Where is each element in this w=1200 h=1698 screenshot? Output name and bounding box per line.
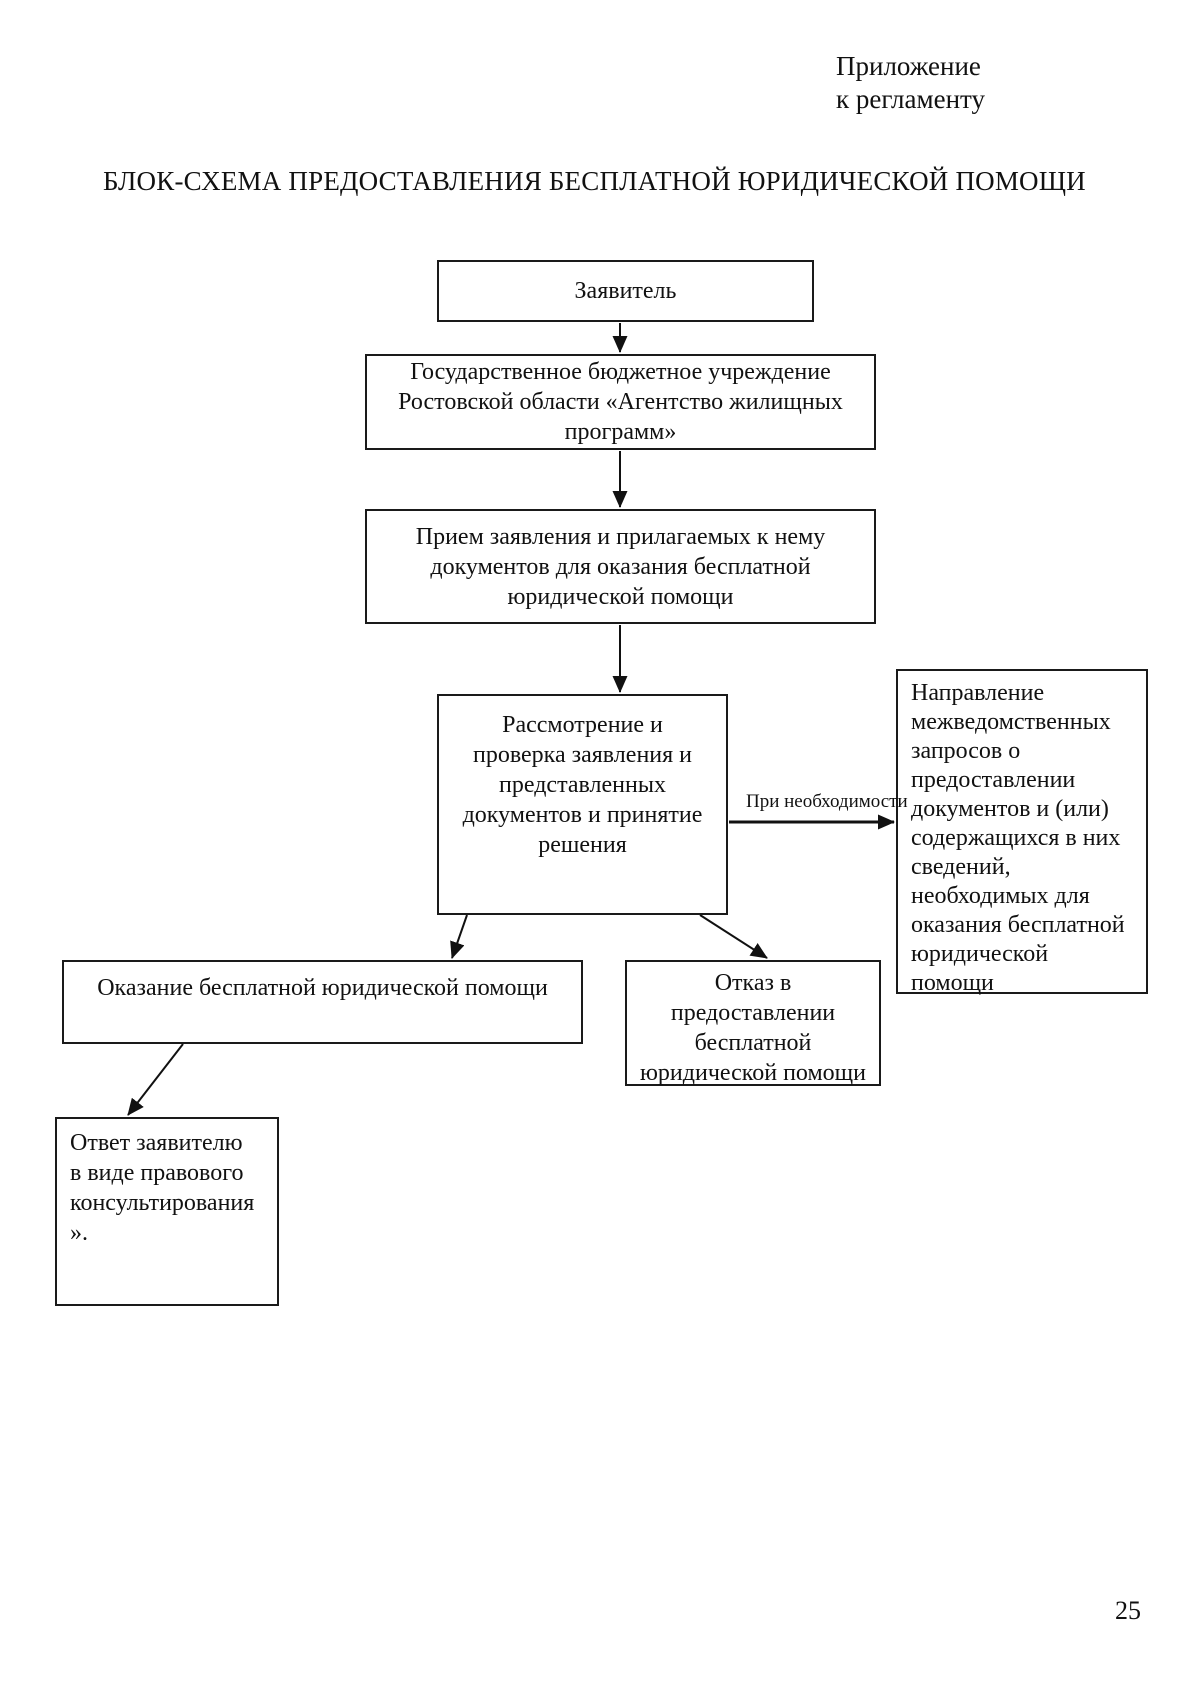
- node-assistance-label: Оказание бесплатной юридической помощи: [97, 975, 548, 1001]
- node-review-label: Рассмотрение и проверка заявления и пред…: [462, 712, 703, 858]
- node-review: Рассмотрение и проверка заявления и пред…: [437, 694, 728, 915]
- node-reply: Ответ заявителю в виде правового консуль…: [55, 1117, 279, 1306]
- edge-label-if-necessary: При необходимости: [746, 791, 908, 812]
- node-refusal-label: Отказ в предоставлении бесплатной юридич…: [640, 970, 866, 1086]
- node-reception: Прием заявления и прилагаемых к нему док…: [365, 509, 876, 624]
- arrow-assistance-to-reply: [127, 1043, 184, 1116]
- node-applicant-label: Заявитель: [574, 278, 677, 304]
- page-title: БЛОК-СХЕМА ПРЕДОСТАВЛЕНИЯ БЕСПЛАТНОЙ ЮРИ…: [103, 166, 1086, 196]
- arrow-review-to-refusal: [699, 914, 768, 959]
- corner-note: Приложение к регламенту: [836, 51, 985, 114]
- node-refusal: Отказ в предоставлении бесплатной юридич…: [625, 960, 881, 1086]
- node-agency-label: Государственное бюджетное учреждение Рос…: [398, 359, 843, 445]
- page-number: 25: [1115, 1596, 1141, 1625]
- node-reply-label: Ответ заявителю в виде правового консуль…: [70, 1130, 255, 1246]
- node-applicant: Заявитель: [437, 260, 814, 322]
- node-interagency-request: Направление межведомственных запросов о …: [896, 669, 1148, 996]
- node-interagency-request-label: Направление межведомственных запросов о …: [911, 680, 1125, 996]
- node-agency: Государственное бюджетное учреждение Рос…: [365, 354, 876, 450]
- node-reception-label: Прием заявления и прилагаемых к нему док…: [415, 523, 826, 610]
- arrow-review-to-assistance: [450, 914, 468, 959]
- node-assistance: Оказание бесплатной юридической помощи: [62, 960, 583, 1044]
